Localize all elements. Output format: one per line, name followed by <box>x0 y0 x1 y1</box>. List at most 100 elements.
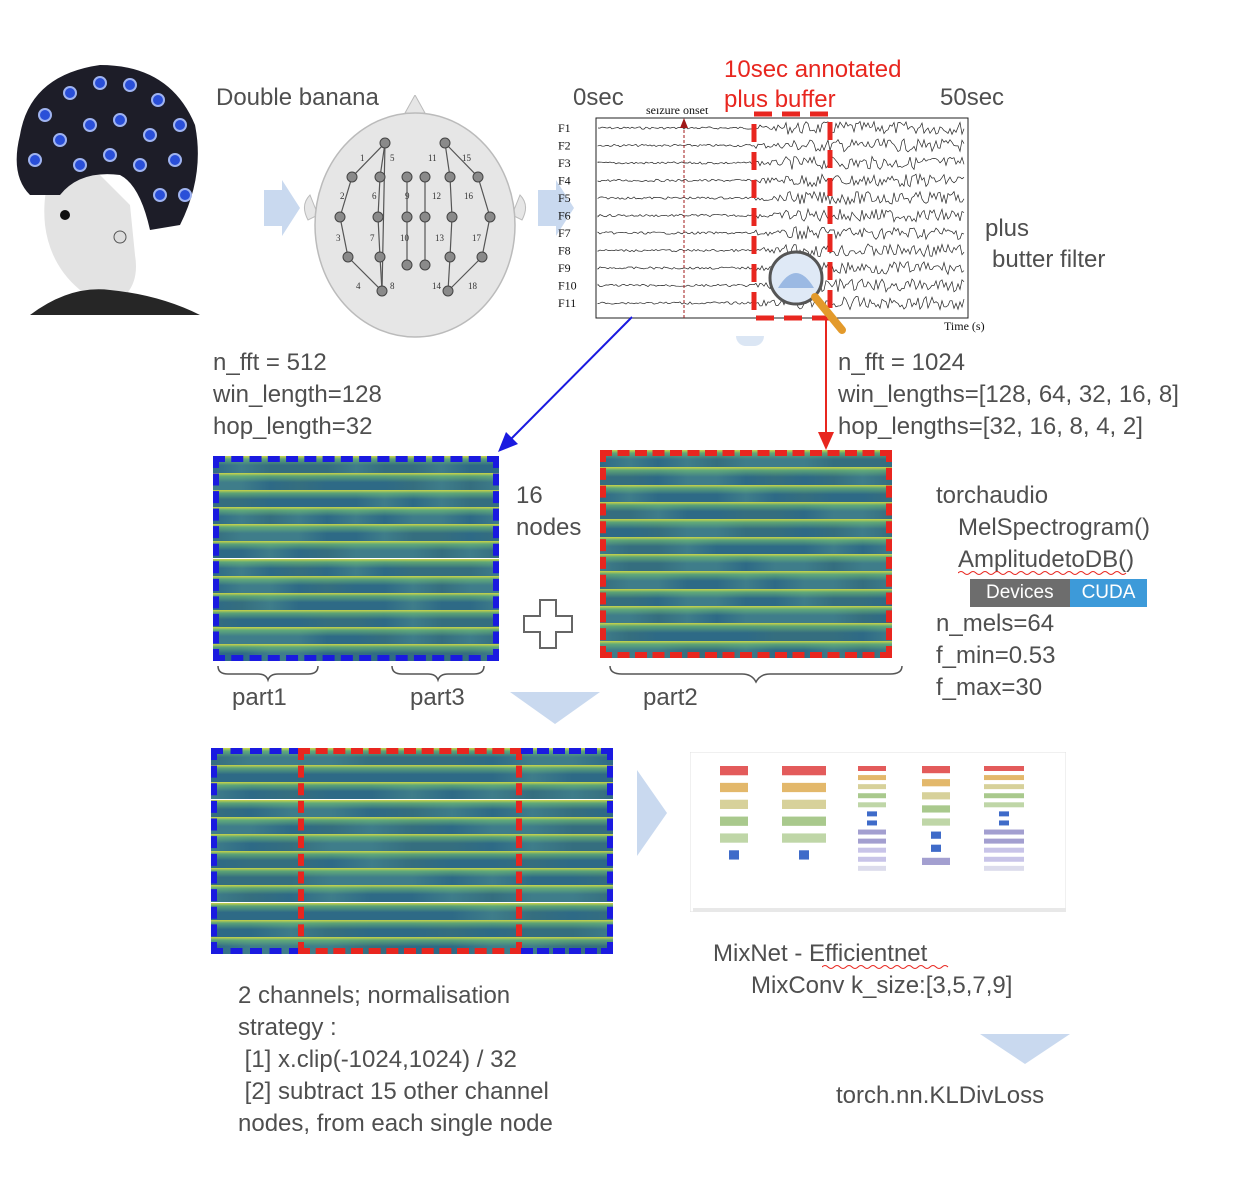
cuda-tag: CUDA <box>1069 579 1148 607</box>
network-layer-block <box>858 856 886 862</box>
blue-dashed-frame-left <box>211 748 301 954</box>
network-layer-block <box>922 779 950 787</box>
montage-channel-number: 4 <box>356 281 361 291</box>
stft-param-hoplength: hop_length=32 <box>213 413 373 440</box>
network-layer-block <box>922 818 950 826</box>
flow-arrow-down-icon <box>510 692 600 724</box>
norm-text-line4: [2] subtract 15 other channel <box>238 1078 549 1105</box>
eeg-trace <box>597 225 965 241</box>
part3-label: part3 <box>410 684 465 711</box>
spectrogram-row <box>213 558 499 576</box>
efficientnet-scaling-figure <box>690 752 1066 912</box>
eeg-trace <box>597 155 965 171</box>
network-layer-block <box>858 838 886 844</box>
montage-channel-number: 11 <box>428 153 437 163</box>
eeg-trace <box>597 243 965 258</box>
spectrogram-part1-part3 <box>213 456 499 661</box>
annotated-label-line2: plus buffer <box>724 86 836 113</box>
eeg-channel-label: F5 <box>558 191 571 205</box>
seizure-onset-label: seizure onset <box>646 108 709 117</box>
spectrogram-row <box>211 799 613 817</box>
spectrogram-row <box>600 606 892 624</box>
network-layer-block <box>720 816 748 826</box>
part-braces <box>217 665 903 684</box>
spectrogram-row <box>211 885 613 903</box>
norm-text-line1: 2 channels; normalisation <box>238 982 511 1009</box>
eeg-trace <box>597 190 965 206</box>
spectrogram-row <box>600 623 892 641</box>
mixnet-label: MixNet - Efficientnet <box>713 940 928 967</box>
mixconv-label: MixConv k_size:[3,5,7,9] <box>751 972 1013 999</box>
network-layer-block <box>984 829 1024 835</box>
montage-channel-number: 1 <box>360 153 365 163</box>
spectrogram-row <box>213 541 499 559</box>
eeg-channel-label: F7 <box>558 226 571 240</box>
annotated-label-line1: 10sec annotated <box>724 56 902 83</box>
eeg-channel-label: F3 <box>558 156 571 170</box>
eeg-channel-label: F1 <box>558 121 571 135</box>
plus-icon <box>523 599 573 649</box>
eeg-trace <box>597 172 965 188</box>
network-layer-block <box>984 838 1024 844</box>
eeg-channel-label: F6 <box>558 209 571 223</box>
montage-channel-number: 3 <box>336 233 341 243</box>
network-layer-block <box>922 805 950 813</box>
network-layer-block <box>931 831 941 839</box>
flow-arrow-right-icon <box>538 180 574 236</box>
network-layer-block <box>858 865 886 871</box>
spectrogram-row <box>211 816 613 834</box>
multiscale-param-hoplengths: hop_lengths=[32, 16, 8, 4, 2] <box>838 413 1143 440</box>
spectrogram-row <box>213 490 499 508</box>
spectrogram-row <box>211 833 613 851</box>
spectrogram-row <box>211 782 613 800</box>
network-layer-block <box>858 802 886 808</box>
network-layer-block <box>858 793 886 799</box>
network-layer-block <box>999 811 1009 817</box>
network-layer-block <box>782 833 826 843</box>
spectrogram-row <box>213 507 499 525</box>
spectrogram-row <box>600 588 892 606</box>
montage-channel-number: 13 <box>435 233 445 243</box>
network-layer-block <box>922 766 950 774</box>
spectrogram-row <box>213 575 499 593</box>
montage-channel-number: 10 <box>400 233 410 243</box>
network-layer-block <box>720 766 748 776</box>
spectrogram-row <box>211 868 613 886</box>
network-layer-block <box>858 829 886 835</box>
mel-param-fmin: f_min=0.53 <box>936 642 1056 669</box>
montage-channel-number: 17 <box>472 233 482 243</box>
montage-channel-number: 8 <box>390 281 395 291</box>
montage-channel-number: 6 <box>372 191 377 201</box>
network-layer-block <box>782 766 826 776</box>
time-end-label: 50sec <box>940 84 1005 111</box>
melspectrogram-label: MelSpectrogram() <box>958 514 1151 541</box>
eeg-trace <box>597 120 965 136</box>
network-layer-block <box>984 784 1024 790</box>
eeg-channel-label: F9 <box>558 261 571 275</box>
flow-arrow-down-icon <box>980 1034 1070 1064</box>
network-layer-block <box>984 793 1024 799</box>
eeg-trace <box>597 137 965 153</box>
norm-text-line5: nodes, from each single node <box>238 1110 553 1137</box>
spectrogram-row <box>600 484 892 502</box>
montage-channel-number: 12 <box>432 191 441 201</box>
mel-param-nmels: n_mels=64 <box>936 610 1055 637</box>
spellcheck-underline <box>958 571 1127 575</box>
network-layer-block <box>729 850 739 860</box>
spectrogram-row <box>600 536 892 554</box>
spectrogram-row <box>213 592 499 610</box>
devices-tag: Devices <box>970 579 1070 607</box>
network-layer-block <box>799 850 809 860</box>
network-layer-block <box>858 847 886 853</box>
eeg-channel-label: F4 <box>558 174 571 188</box>
eeg-channel-label: F2 <box>558 139 571 153</box>
multiscale-param-nfft: n_fft = 1024 <box>838 349 966 376</box>
network-layer-block <box>720 782 748 793</box>
montage-channel-number: 2 <box>340 191 345 201</box>
spectrogram-row <box>600 502 892 520</box>
network-layer-block <box>867 820 877 826</box>
network-layer-block <box>858 784 886 790</box>
flow-arrow-down-icon <box>736 336 764 346</box>
network-layer-block <box>720 833 748 843</box>
